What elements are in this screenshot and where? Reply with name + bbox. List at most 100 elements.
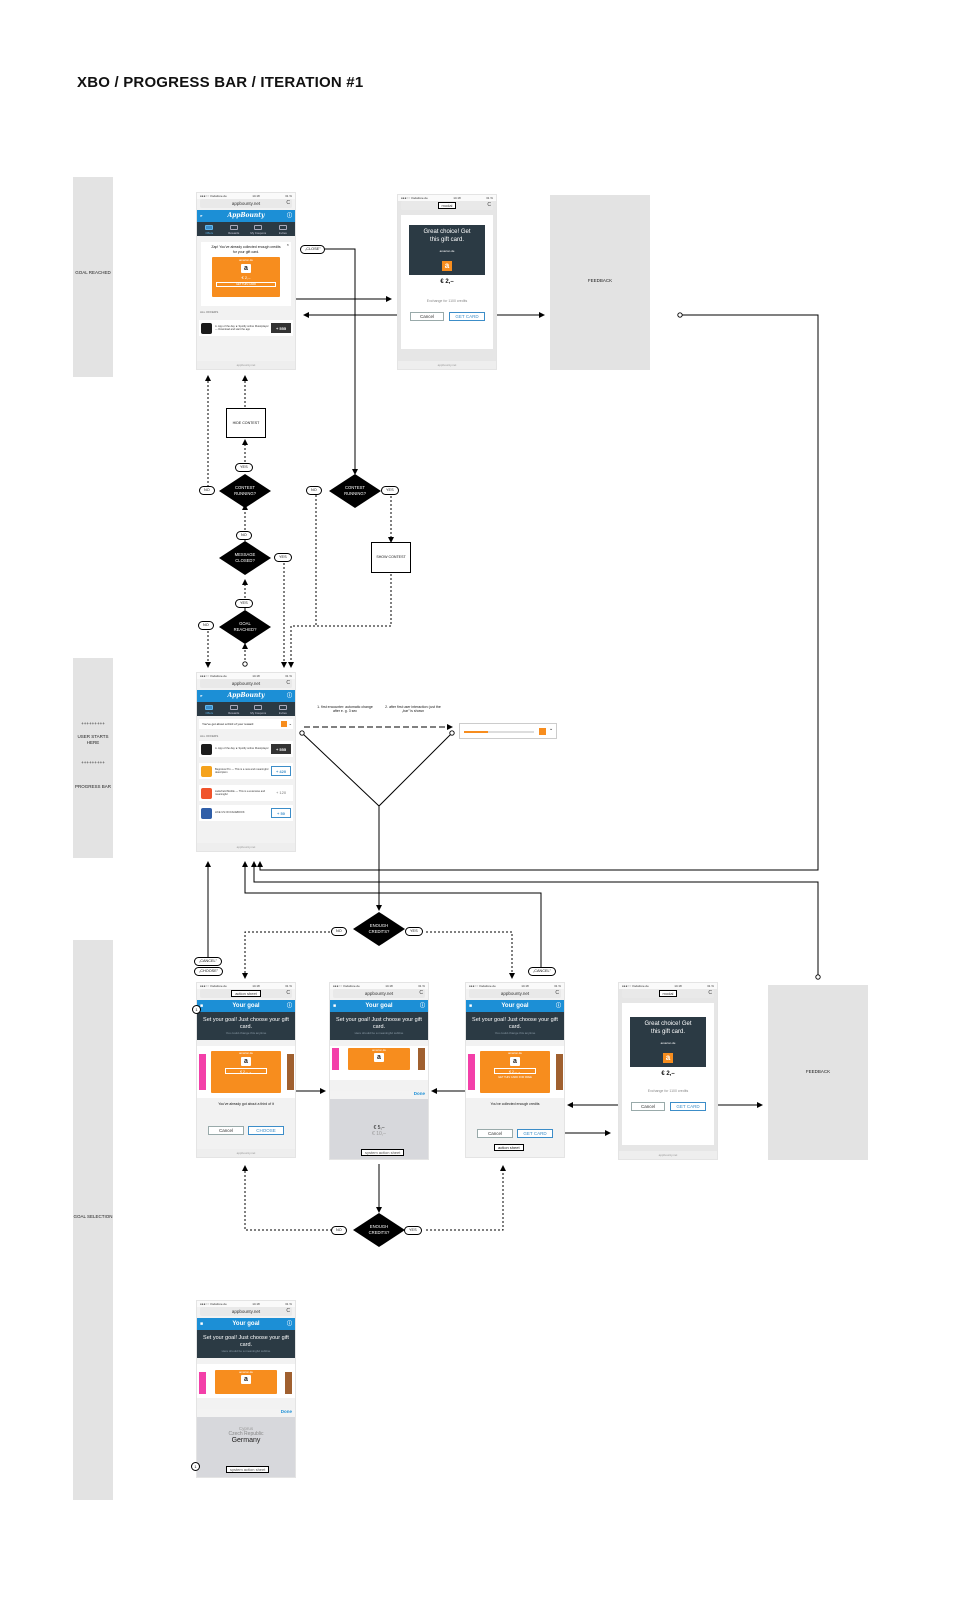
close-icon[interactable]: × bbox=[286, 242, 289, 247]
modal-cancel-button[interactable]: Cancel bbox=[410, 312, 444, 321]
carousel-prev-card[interactable] bbox=[332, 1048, 339, 1071]
info-icon[interactable]: ⓘ bbox=[419, 1003, 425, 1009]
flag-icon[interactable]: ■ bbox=[333, 1003, 337, 1009]
tab-offers[interactable]: Offers bbox=[199, 705, 219, 715]
reload-icon[interactable]: C bbox=[419, 990, 423, 996]
reload-icon[interactable]: C bbox=[286, 200, 290, 206]
tab-coupons[interactable]: My Coupons bbox=[248, 225, 268, 235]
country-option-2[interactable]: Czech Republic bbox=[228, 1431, 264, 1437]
get-free-label[interactable]: GET THIS CARD FOR FREE bbox=[498, 1076, 532, 1080]
value-picker[interactable]: Done € 5,– € 10,– system action sheet bbox=[330, 1091, 428, 1159]
get-this-card-button[interactable]: GET THIS CARD bbox=[216, 282, 276, 288]
info-icon[interactable]: ⓘ bbox=[286, 693, 292, 699]
chevron-down-icon: ⌄ bbox=[517, 1070, 521, 1075]
get-card-button[interactable]: GET CARD bbox=[517, 1129, 553, 1138]
info-icon[interactable]: ⓘ bbox=[286, 1321, 292, 1327]
modal-get-card-button[interactable]: GET CARD bbox=[670, 1102, 706, 1111]
spotify-icon bbox=[201, 322, 212, 334]
tab-invites[interactable]: Invites bbox=[273, 225, 293, 235]
offer-badge-1[interactable]: + 555 bbox=[271, 744, 291, 754]
progress-fill bbox=[464, 731, 488, 733]
reload-icon[interactable]: C bbox=[708, 990, 712, 996]
cancel-button[interactable]: Cancel bbox=[208, 1126, 244, 1135]
tab-offers[interactable]: Offers bbox=[199, 225, 219, 235]
carousel-prev-card[interactable] bbox=[199, 1054, 206, 1091]
modal-get-card-button[interactable]: GET CARD bbox=[449, 312, 485, 321]
flag-icon[interactable]: ■ bbox=[469, 1003, 473, 1009]
offer-row-1[interactable]: A. App of the day ★ Spotify online Music… bbox=[199, 741, 293, 757]
offer-badge[interactable]: + 555 bbox=[271, 323, 291, 333]
gift-carousel[interactable]: amazon.de a bbox=[330, 1046, 428, 1081]
carrier: ●●●○○ Vodafone.de bbox=[200, 984, 227, 988]
info-icon[interactable]: ⓘ bbox=[286, 213, 292, 219]
clock: 14:18 bbox=[252, 1302, 260, 1306]
tab-invites[interactable]: Invites bbox=[273, 705, 293, 715]
tab-rewards[interactable]: Rewards bbox=[224, 705, 244, 715]
offer-badge-3[interactable]: + 120 bbox=[275, 790, 287, 795]
gift-card: amazon.de a € 2,– GET THIS CARD bbox=[212, 257, 280, 298]
tab-rewards[interactable]: Rewards bbox=[224, 225, 244, 235]
amazon-logo-icon: a bbox=[663, 1052, 673, 1063]
goal-status-text: You've collected enough credits bbox=[490, 1102, 540, 1107]
reload-icon[interactable]: C bbox=[555, 990, 559, 996]
chevron-down-icon[interactable]: ⌄ bbox=[549, 726, 554, 732]
reload-icon[interactable]: C bbox=[286, 1308, 290, 1314]
carousel-next-card[interactable] bbox=[418, 1048, 425, 1071]
amazon-logo-icon: a bbox=[442, 260, 452, 271]
picker-done-button[interactable]: Done bbox=[280, 1409, 292, 1414]
modal-cancel-button[interactable]: Cancel bbox=[631, 1102, 665, 1111]
offer-row-3[interactable]: Lieferheld Mobile — This is a extensive … bbox=[199, 785, 293, 801]
refresh-icon[interactable]: ⟳ bbox=[200, 694, 203, 698]
gift-carousel[interactable]: amazon.de a € 2,– ⌄ bbox=[197, 1046, 295, 1099]
offer-badge-2[interactable]: + 420 bbox=[271, 766, 291, 776]
info-icon[interactable]: ⓘ bbox=[555, 1003, 561, 1009]
carousel-next-card[interactable] bbox=[285, 1372, 292, 1395]
tab-coupons[interactable]: My Coupons bbox=[248, 705, 268, 715]
lane-goal-reached bbox=[73, 177, 113, 377]
choose-button[interactable]: CHOOSE bbox=[248, 1126, 284, 1135]
carousel-next-card[interactable] bbox=[556, 1054, 563, 1091]
reload-icon[interactable]: C bbox=[487, 202, 491, 208]
carousel-prev-card[interactable] bbox=[199, 1372, 206, 1395]
country-option-3[interactable]: Germany bbox=[231, 1437, 261, 1444]
value-dropdown[interactable]: € 2,– ⌄ bbox=[494, 1068, 536, 1075]
offer-row[interactable]: A. App of the day ★ Spotify online Music… bbox=[199, 320, 293, 336]
picker-option-1[interactable]: € 5,– bbox=[373, 1125, 385, 1131]
carousel-next-card[interactable] bbox=[287, 1054, 294, 1091]
marker-1-bottom: 1 bbox=[191, 1462, 200, 1471]
flag-icon[interactable]: ■ bbox=[200, 1003, 204, 1009]
offer-row-2[interactable]: Begnotus Pro — This is a new and meaning… bbox=[199, 763, 293, 779]
offer-badge-4[interactable]: + 50 bbox=[271, 808, 291, 818]
reload-icon[interactable]: C bbox=[286, 990, 290, 996]
gift-carousel[interactable]: amazon.de a bbox=[197, 1364, 295, 1399]
picker-option-2[interactable]: € 10,– bbox=[372, 1131, 386, 1137]
diamond-message-closed bbox=[219, 541, 271, 575]
offer-row-4[interactable]: LIKE US ON FACEBOOK + 50 bbox=[199, 805, 293, 821]
progress-note-row[interactable]: You've got about a third of your reward … bbox=[199, 719, 293, 729]
carrier: ●●●○○ Vodafone.de bbox=[622, 984, 649, 988]
gift-carousel[interactable]: amazon.de a € 2,– ⌄ GET THIS CARD FOR FR… bbox=[466, 1046, 564, 1099]
picker-done-button[interactable]: Done bbox=[413, 1091, 425, 1096]
chevron-down-icon[interactable]: ⌄ bbox=[288, 721, 292, 726]
refresh-icon[interactable]: ⟳ bbox=[200, 214, 203, 218]
country-picker[interactable]: Done Cyprus Czech Republic Germany syste… bbox=[197, 1409, 295, 1477]
country-option-1[interactable]: Cyprus bbox=[238, 1426, 254, 1431]
carousel-prev-card[interactable] bbox=[468, 1054, 475, 1091]
info-icon[interactable]: ⓘ bbox=[286, 1003, 292, 1009]
flag-icon[interactable]: ■ bbox=[200, 1321, 204, 1327]
progress-bar-only[interactable]: ⌄ bbox=[459, 723, 557, 739]
lane-label-goal-selection: GOAL SELECTION bbox=[73, 1214, 113, 1219]
reload-icon[interactable]: C bbox=[286, 680, 290, 686]
cancel-button[interactable]: Cancel bbox=[477, 1129, 513, 1138]
goal-header-title: Your goal bbox=[232, 1003, 260, 1009]
value-dropdown[interactable]: € 2,– ⌄ bbox=[225, 1068, 267, 1075]
